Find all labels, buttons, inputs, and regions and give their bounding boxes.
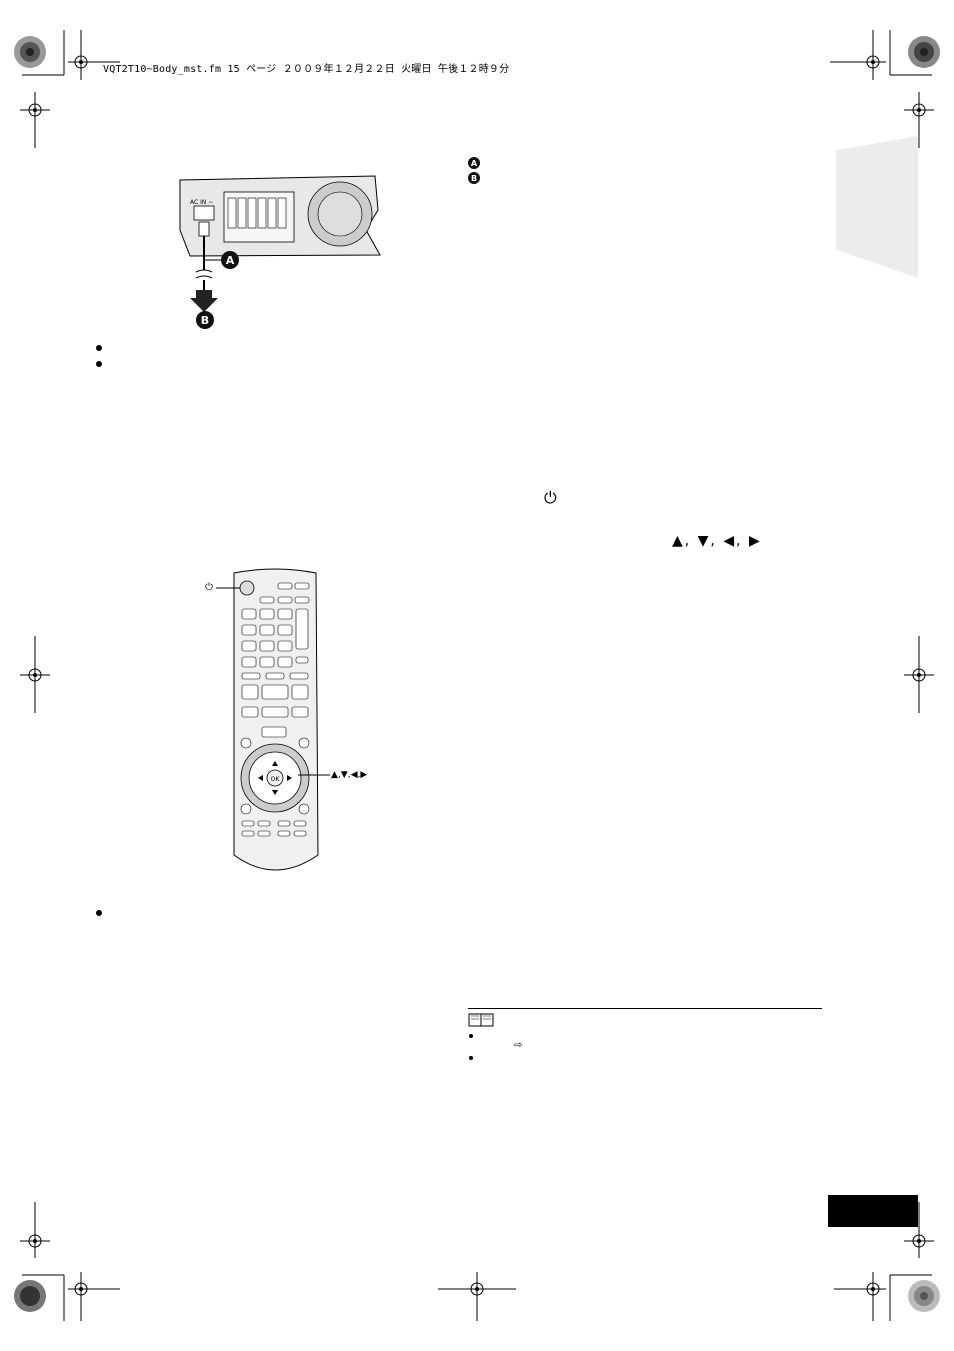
callout-b: B bbox=[196, 311, 214, 329]
legend-marker-a: A bbox=[468, 157, 480, 169]
arrow-keys-inline: ▲, ▼, ◀, ▶ bbox=[672, 533, 762, 549]
remote-direction-label: ▲,▼,◀,▶ bbox=[331, 770, 368, 780]
book-icon bbox=[468, 1013, 494, 1027]
bullet bbox=[96, 910, 102, 916]
remote-power-label: ⏻ bbox=[205, 582, 213, 593]
legend-marker-b: B bbox=[468, 172, 480, 184]
power-symbol-inline: ⏻ bbox=[544, 488, 557, 507]
back-panel-figure: AC IN ∼ bbox=[179, 175, 381, 312]
callout-a: A bbox=[221, 251, 239, 269]
side-section-tab bbox=[836, 136, 918, 278]
bullet bbox=[96, 345, 102, 351]
note-bullet bbox=[469, 1034, 473, 1038]
file-info-header: VQT2T10~Body_mst.fm 15 ページ ２００９年１２月２２日 火… bbox=[103, 64, 510, 75]
bullet bbox=[96, 361, 102, 367]
page-number-box bbox=[828, 1195, 918, 1227]
ok-button-label: OK bbox=[271, 776, 281, 783]
note-bullet bbox=[469, 1056, 473, 1060]
note-arrow: ⇨ bbox=[514, 1040, 523, 1051]
note-divider bbox=[468, 1008, 822, 1009]
ac-in-label: AC IN ∼ bbox=[190, 199, 213, 206]
remote-control-figure: OK bbox=[216, 568, 330, 871]
